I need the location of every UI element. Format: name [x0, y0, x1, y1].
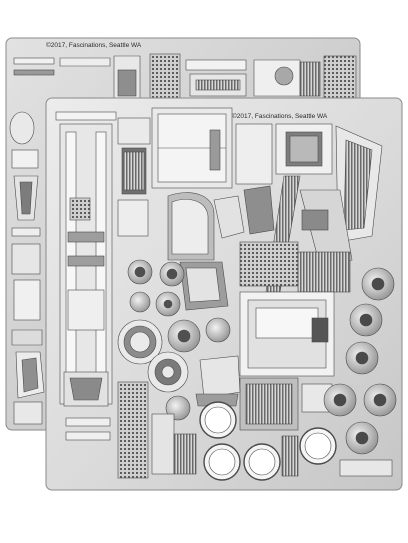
front-sheet-parts	[55, 107, 397, 481]
back-sheet-parts	[9, 53, 357, 425]
back-sheet-credit: ©2017, Fascinations, Seattle WA	[46, 41, 142, 49]
front-sheet: ©2017, Fascinations, Seattle WA	[45, 97, 403, 491]
front-sheet-credit: ©2017, Fascinations, Seattle WA	[232, 112, 328, 120]
